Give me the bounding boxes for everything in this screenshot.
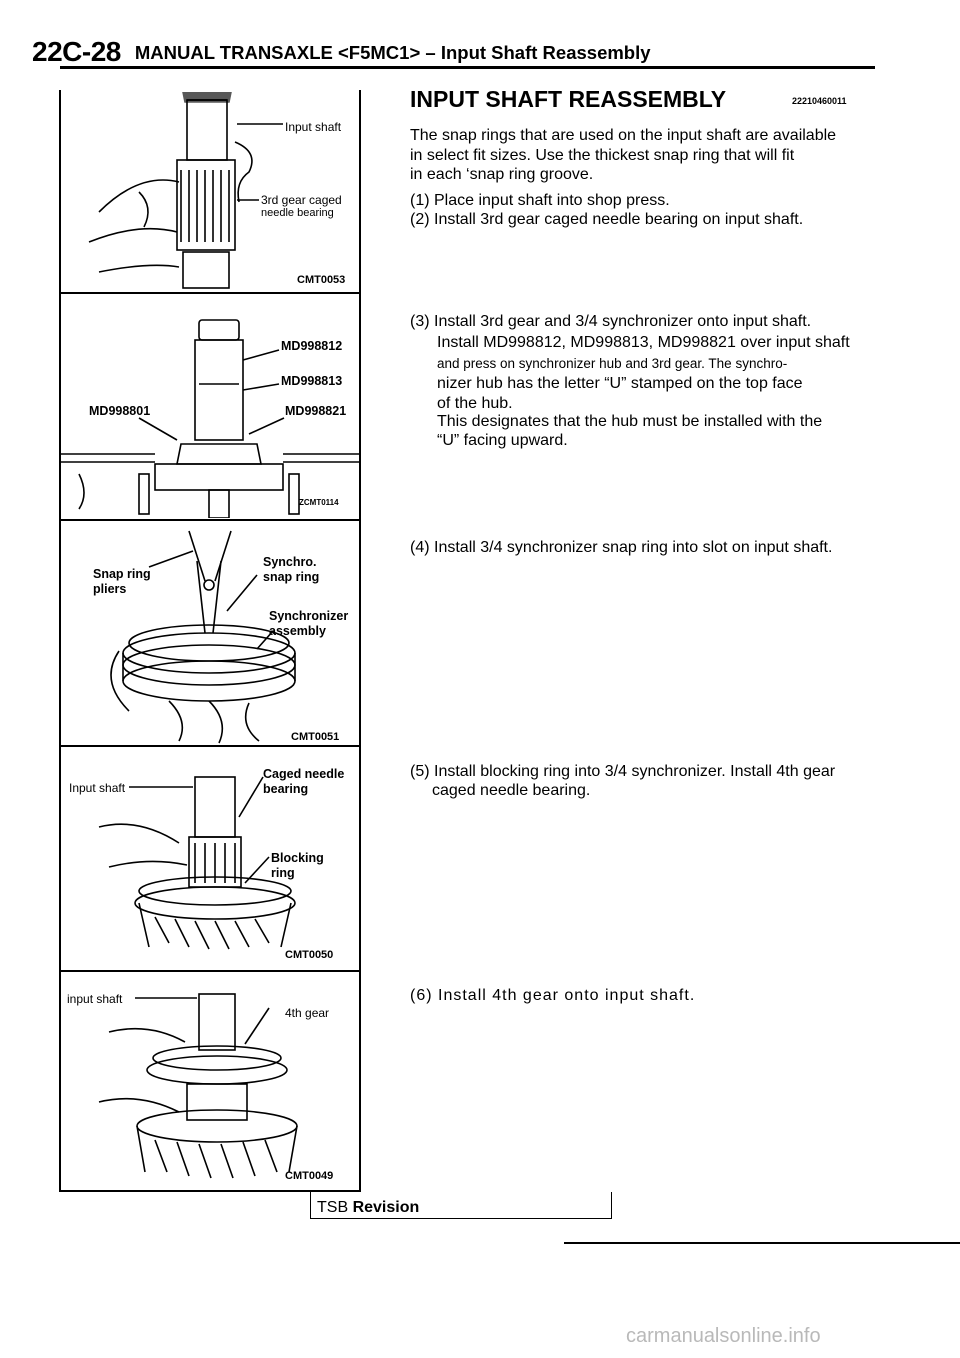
tsb-label: TSB: [317, 1199, 349, 1216]
label-synchro: Synchro.: [263, 555, 317, 569]
label-input-shaft: input shaft: [67, 992, 123, 1006]
step-3-line-7: “U” facing upward.: [437, 432, 568, 449]
tsb-revision-box: TSB Revision: [310, 1192, 612, 1219]
figure-divider: [59, 519, 361, 521]
figure-code: CMT0050: [285, 949, 334, 961]
illustration-shaft-bearing: [88, 92, 283, 289]
figure-input-shaft-needle-bearing: Input shaft 3rd gear caged needle bearin…: [59, 92, 361, 292]
label-4th-gear: 4th gear: [285, 1006, 330, 1020]
illustration-4th-gear: [98, 993, 298, 1179]
figure-code: CMT0051: [291, 731, 340, 743]
step-1: (1) Place input shaft into shop press.: [410, 192, 670, 209]
figure-column-right-border: [359, 90, 361, 1190]
page-title: MANUAL TRANSAXLE <F5MC1> – Input Shaft R…: [134, 42, 651, 63]
step-4: (4) Install 3/4 synchronizer snap ring i…: [410, 539, 833, 556]
label-ring: ring: [271, 866, 295, 880]
step-3-line-3: and press on synchronizer hub and 3rd ge…: [437, 356, 788, 371]
step-3-line-5: of the hub.: [437, 395, 513, 412]
figure-divider: [59, 292, 361, 294]
watermark[interactable]: carmanualsonline.info: [626, 1325, 821, 1347]
header-rule: [60, 66, 875, 69]
label-caged-needle: Caged needle: [263, 767, 345, 781]
step-3-line-1: (3) Install 3rd gear and 3/4 synchronize…: [410, 313, 812, 330]
figure-4th-gear: input shaft 4th gear CMT0049: [59, 972, 361, 1190]
figure-divider: [59, 970, 361, 972]
section-heading: INPUT SHAFT REASSEMBLY: [410, 86, 727, 112]
step-6: (6) Install 4th gear onto input shaft.: [410, 987, 696, 1004]
step-5-line-1: (5) Install blocking ring into 3/4 synch…: [410, 763, 836, 780]
step-3-line-6: This designates that the hub must be ins…: [437, 413, 823, 430]
step-3-line-2: Install MD998812, MD998813, MD998821 ove…: [437, 334, 850, 351]
label-md998813: MD998813: [281, 374, 343, 388]
label-assembly: assembly: [269, 624, 326, 638]
label-md998812: MD998812: [281, 339, 343, 353]
label-snap-ring-2: snap ring: [263, 570, 320, 584]
label-snap-ring: Snap ring: [93, 567, 151, 581]
section-code: 22210460011: [792, 96, 847, 106]
step-3-line-4: nizer hub has the letter “U” stamped on …: [437, 375, 803, 392]
figure-synchro-snap-ring: Snap ring pliers Synchro. snap ring Sync…: [59, 521, 361, 745]
figure-code: CMT0053: [297, 274, 346, 286]
label-synchronizer: Synchronizer: [269, 609, 349, 623]
label-blocking: Blocking: [271, 851, 324, 865]
label-needle-bearing: needle bearing: [261, 207, 334, 219]
illustration-press-tools: [59, 319, 361, 518]
label-bearing: bearing: [263, 782, 309, 796]
illustration-snap-ring-pliers: [110, 530, 296, 744]
illustration-blocking-ring: [98, 776, 296, 950]
revision-label: Revision: [352, 1199, 420, 1216]
step-5-line-2: caged needle bearing.: [432, 782, 591, 799]
figure-column-left-border: [59, 90, 61, 1190]
label-input-shaft: Input shaft: [285, 120, 342, 134]
page-number: 22C-28: [32, 36, 121, 67]
label-md998821: MD998821: [285, 404, 347, 418]
label-input-shaft: Input shaft: [69, 781, 126, 795]
intro-line-2: in select fit sizes. Use the thickest sn…: [410, 147, 795, 164]
label-md998801: MD998801: [89, 404, 151, 418]
figure-press-special-tools: MD998812 MD998813 MD998801 MD998821 ZCMT…: [59, 294, 361, 518]
page-header: 22C-28 MANUAL TRANSAXLE <F5MC1> – Input S…: [32, 36, 651, 68]
intro-line-3: in each ‘snap ring groove.: [410, 166, 594, 183]
label-pliers: pliers: [93, 582, 127, 596]
figure-divider: [59, 745, 361, 747]
figure-divider: [59, 1190, 361, 1192]
label-3rd-gear-caged: 3rd gear caged: [261, 193, 342, 207]
figure-code: ZCMT0114: [299, 498, 339, 507]
intro-line-1: The snap rings that are used on the inpu…: [410, 127, 837, 144]
figure-blocking-ring: Input shaft Caged needle bearing Blockin…: [59, 747, 361, 969]
step-2: (2) Install 3rd gear caged needle bearin…: [410, 211, 804, 228]
figure-code: CMT0049: [285, 1170, 334, 1182]
footer-rule: [564, 1242, 960, 1244]
